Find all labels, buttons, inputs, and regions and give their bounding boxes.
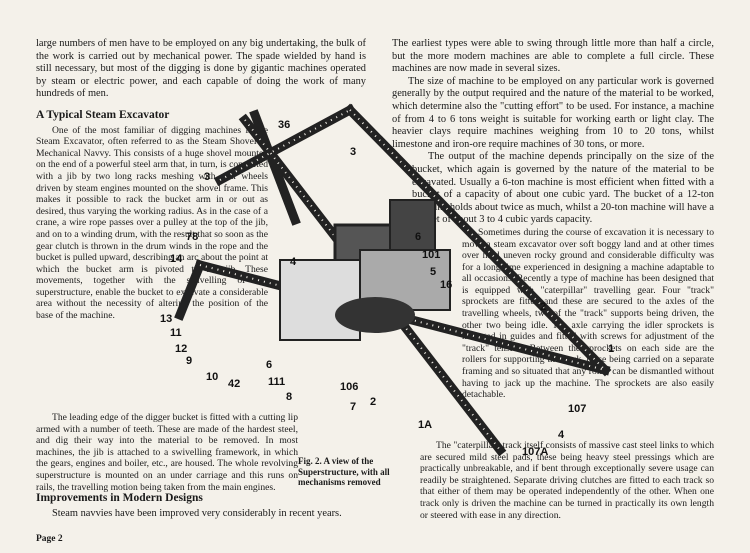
label-9: 9 bbox=[186, 355, 192, 367]
label-10: 10 bbox=[206, 371, 218, 383]
girder-holes bbox=[199, 109, 606, 451]
label-1: 1 bbox=[608, 343, 614, 355]
track-paragraph: The "caterpillar" track itself consists … bbox=[420, 440, 714, 521]
label-13: 13 bbox=[160, 313, 172, 325]
gear-housing bbox=[279, 199, 451, 341]
section-heading-2: Improvements in Modern Designs bbox=[36, 492, 203, 504]
label-3b: 3 bbox=[204, 171, 210, 183]
label-42: 42 bbox=[228, 378, 240, 390]
label-4b: 4 bbox=[558, 429, 565, 441]
label-78: 78 bbox=[186, 231, 198, 243]
earliest-types-paragraph: The earliest types were able to swing th… bbox=[392, 38, 714, 75]
figure-caption: Fig. 2. A view of the Superstructure, wi… bbox=[298, 456, 390, 487]
label-14: 14 bbox=[170, 253, 183, 265]
label-101: 101 bbox=[422, 249, 440, 261]
label-16: 16 bbox=[440, 279, 452, 291]
label-107a: 107A bbox=[522, 446, 548, 458]
label-3a: 3 bbox=[350, 146, 356, 158]
label-6b: 6 bbox=[266, 359, 272, 371]
caterpillar-paragraph: Sometimes during the course of excavatio… bbox=[462, 226, 714, 401]
label-2a: 2 bbox=[540, 301, 546, 313]
figure-labels: 36 3 3 78 14 4 6 101 5 16 2 13 11 12 9 1… bbox=[160, 119, 614, 458]
left-column: large numbers of men have to be employed… bbox=[36, 38, 366, 322]
label-8: 8 bbox=[286, 391, 292, 403]
label-7: 7 bbox=[350, 401, 356, 413]
left-column-lower: The leading edge of the digger bucket is… bbox=[36, 412, 298, 493]
label-2b: 2 bbox=[370, 396, 376, 408]
section-heading: A Typical Steam Excavator bbox=[36, 108, 170, 121]
label-107: 107 bbox=[568, 403, 586, 415]
output-paragraph: The output of the machine depends princi… bbox=[412, 151, 714, 226]
right-column: The earliest types were able to swing th… bbox=[392, 38, 714, 401]
label-111: 111 bbox=[268, 376, 285, 388]
intro-paragraph: large numbers of men have to be employed… bbox=[36, 38, 366, 100]
excavator-paragraph: One of the most familiar of digging mach… bbox=[36, 124, 268, 322]
label-5: 5 bbox=[430, 266, 436, 278]
label-1a: 1A bbox=[418, 419, 432, 431]
page-number: Page 2 bbox=[36, 534, 63, 544]
label-6a: 6 bbox=[415, 231, 421, 243]
label-11: 11 bbox=[170, 327, 182, 339]
label-106: 106 bbox=[340, 381, 358, 393]
label-4a: 4 bbox=[290, 256, 297, 268]
machine-size-paragraph: The size of machine to be employed on an… bbox=[392, 75, 714, 150]
left-column-bottom: Improvements in Modern Designs Steam nav… bbox=[36, 492, 366, 520]
label-36: 36 bbox=[278, 119, 290, 131]
bucket-paragraph: The leading edge of the digger bucket is… bbox=[36, 412, 298, 493]
right-column-bottom: The "caterpillar" track itself consists … bbox=[420, 440, 714, 521]
improvements-paragraph: Steam navvies have been improved very co… bbox=[52, 507, 342, 519]
superstructure-figure: 36 3 3 78 14 4 6 101 5 16 2 13 11 12 9 1… bbox=[160, 103, 614, 458]
label-12: 12 bbox=[175, 343, 187, 355]
